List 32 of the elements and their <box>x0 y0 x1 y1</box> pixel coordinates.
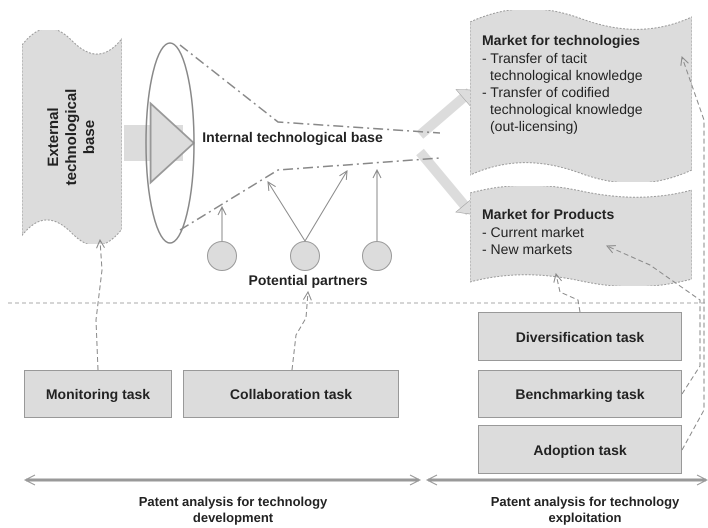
bullet-text: - New markets <box>482 241 574 258</box>
heading: Market for Products <box>482 206 616 223</box>
dashed-arrow <box>96 240 106 370</box>
node-label: External technological base <box>45 88 99 188</box>
wavy-banner <box>470 10 692 182</box>
wavy-banner <box>470 186 692 286</box>
dashed-arrow <box>680 56 704 450</box>
bullet-text: - Transfer of codified technological knowledge (out-licensing) <box>482 84 644 135</box>
arrow <box>372 170 382 242</box>
node-label: Potential partners <box>238 272 378 292</box>
dashed-arrow <box>606 245 700 394</box>
task-box: Adoption task <box>478 425 682 474</box>
heading: Market for technologies <box>482 32 641 49</box>
funnel-shape <box>145 40 440 245</box>
task-box: Diversification task <box>478 312 682 361</box>
task-box: Monitoring task <box>24 370 172 418</box>
dashed-arrow <box>553 274 580 312</box>
bullet-text: - Current market <box>482 224 585 241</box>
wavy-banner <box>22 30 122 244</box>
arrow <box>304 170 348 242</box>
partner-circle <box>362 241 392 271</box>
task-box: Benchmarking task <box>478 370 682 418</box>
dashed-arrow <box>292 292 312 370</box>
arrow <box>268 182 306 242</box>
bullet-text: - Transfer of tacit technological knowledge <box>482 50 644 84</box>
range-label: Patent analysis for technology development <box>138 494 328 526</box>
partner-circle <box>290 241 320 271</box>
partner-circle <box>207 241 237 271</box>
arrow <box>218 206 226 242</box>
range-label: Patent analysis for technology exploitation <box>490 494 680 526</box>
task-box: Collaboration task <box>183 370 399 418</box>
node-label: Internal technological base <box>201 128 384 146</box>
